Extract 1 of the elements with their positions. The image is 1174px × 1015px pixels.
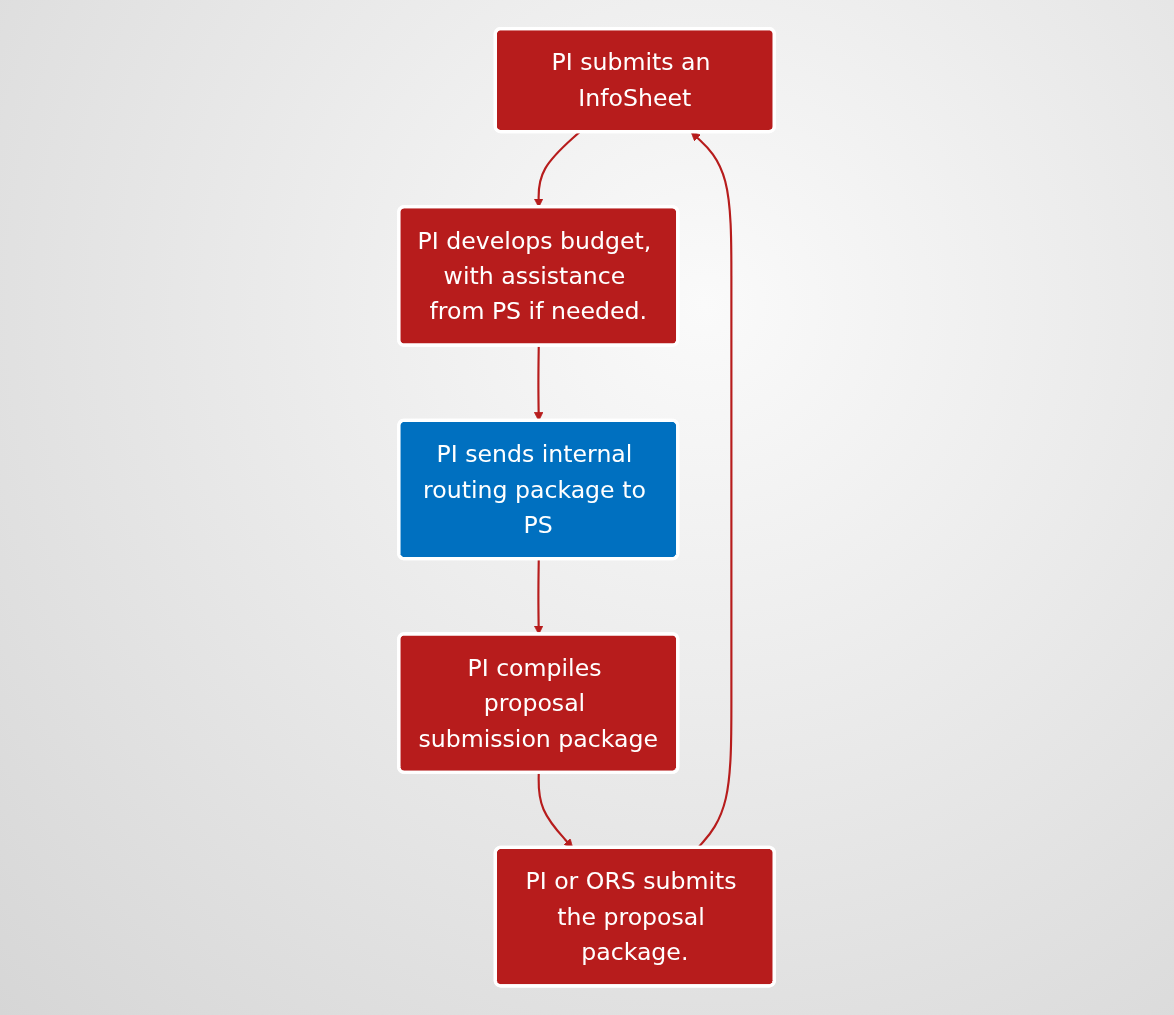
- arrow: [534, 131, 581, 208]
